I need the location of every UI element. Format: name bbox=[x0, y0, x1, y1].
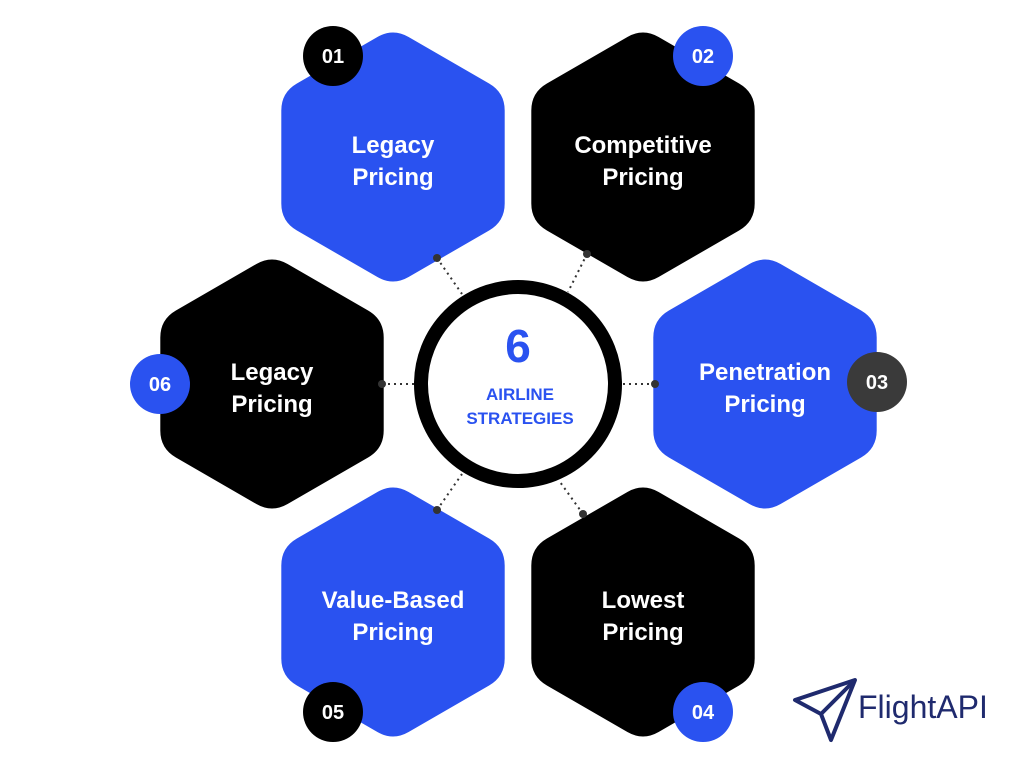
strategy-label-line1-2: Competitive bbox=[574, 132, 711, 159]
center-label-line1: AIRLINE bbox=[486, 385, 554, 404]
strategy-label-line1-4: Lowest bbox=[602, 587, 685, 614]
number-badge-3: 03 bbox=[847, 352, 907, 412]
badge-circle-5 bbox=[303, 682, 363, 742]
connector-dot-2 bbox=[583, 250, 591, 258]
badge-circle-4 bbox=[673, 682, 733, 742]
number-badge-2: 02 bbox=[673, 26, 733, 86]
connector-lines bbox=[382, 253, 655, 515]
hexagon-shape-2 bbox=[531, 32, 755, 282]
strategy-label-line1-5: Value-Based bbox=[322, 587, 465, 614]
hexagon-shape-6 bbox=[160, 259, 384, 509]
badge-circle-1 bbox=[303, 26, 363, 86]
badge-circle-3 bbox=[847, 352, 907, 412]
connector-dot-6 bbox=[378, 380, 386, 388]
strategy-label-line2-1: Pricing bbox=[352, 164, 433, 191]
badge-circle-2 bbox=[673, 26, 733, 86]
hexagon-shape-4 bbox=[531, 487, 755, 737]
hexagon-shape-1 bbox=[281, 32, 505, 282]
badge-circle-6 bbox=[130, 354, 190, 414]
badge-number-6: 06 bbox=[149, 374, 171, 396]
hexagon-shape-5 bbox=[281, 487, 505, 737]
badge-number-2: 02 bbox=[692, 46, 714, 68]
hexagon-shape-3 bbox=[653, 259, 877, 509]
center-label-line2: STRATEGIES bbox=[466, 409, 573, 428]
number-badges: 01 02 03 04 05 06 bbox=[130, 26, 907, 742]
number-badge-4: 04 bbox=[673, 682, 733, 742]
strategy-label-line2-5: Pricing bbox=[352, 619, 433, 646]
badge-number-3: 03 bbox=[866, 372, 888, 394]
connector-1 bbox=[436, 257, 463, 295]
logo-text: FlightAPI bbox=[858, 689, 988, 725]
flightapi-logo: FlightAPI bbox=[793, 678, 988, 742]
number-badge-5: 05 bbox=[303, 682, 363, 742]
badge-number-1: 01 bbox=[322, 46, 344, 68]
strategy-label-line2-3: Pricing bbox=[724, 391, 805, 418]
number-badge-6: 06 bbox=[130, 354, 190, 414]
strategy-label-line2-2: Pricing bbox=[602, 164, 683, 191]
number-badge-1: 01 bbox=[303, 26, 363, 86]
strategy-label-line2-6: Pricing bbox=[231, 391, 312, 418]
strategy-label-line1-3: Penetration bbox=[699, 359, 831, 386]
connector-5 bbox=[436, 473, 463, 511]
center-circle: 6 AIRLINE STRATEGIES bbox=[414, 280, 622, 488]
strategy-label-line1-1: Legacy bbox=[352, 132, 435, 159]
center-number: 6 bbox=[505, 320, 531, 372]
badge-number-4: 04 bbox=[692, 702, 715, 724]
badge-number-5: 05 bbox=[322, 702, 344, 724]
connector-dot-4 bbox=[579, 510, 587, 518]
connector-dot-5 bbox=[433, 506, 441, 514]
strategy-hexagons: LegacyPricingCompetitivePricingPenetrati… bbox=[160, 32, 877, 737]
strategy-label-line2-4: Pricing bbox=[602, 619, 683, 646]
paper-plane-icon bbox=[793, 678, 857, 742]
strategy-label-line1-6: Legacy bbox=[231, 359, 314, 386]
connector-2 bbox=[567, 253, 588, 293]
connector-dot-1 bbox=[433, 254, 441, 262]
connector-4 bbox=[559, 481, 584, 515]
connector-dot-3 bbox=[651, 380, 659, 388]
